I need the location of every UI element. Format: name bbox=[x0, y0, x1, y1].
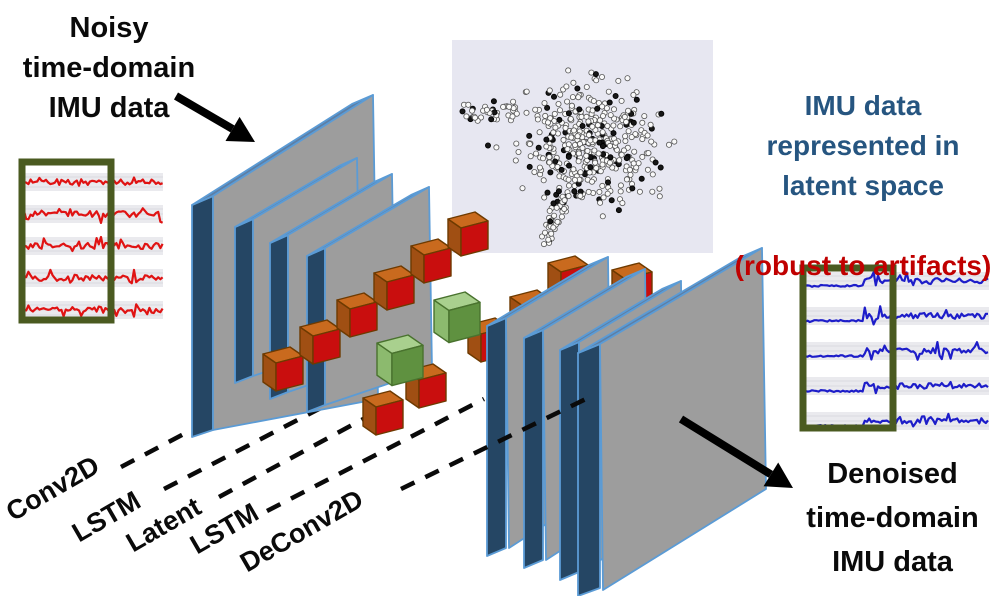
noisy-input-label: Noisy time-domain IMU data bbox=[22, 12, 196, 124]
latent-caption: IMU data represented in latent space (ro… bbox=[718, 46, 1005, 326]
deconv-leader-dash bbox=[400, 393, 593, 492]
denoised-signal-plot bbox=[799, 264, 989, 432]
conv2d-panel-stack bbox=[191, 94, 433, 438]
latent-cubes bbox=[376, 291, 481, 387]
lstm-cube-chain-encoder bbox=[262, 211, 489, 392]
denoised-output-label: Denoised time-domain IMU data bbox=[806, 458, 979, 578]
output-arrow bbox=[678, 415, 793, 488]
input-arrow bbox=[173, 92, 255, 142]
deconv2d-panel-stack bbox=[486, 247, 767, 596]
latent-caption-main: IMU data represented in latent space bbox=[766, 90, 960, 201]
noisy-signal-plot bbox=[18, 158, 164, 324]
latent-caption-sub: (robust to artifacts) bbox=[734, 250, 992, 281]
latent-space-scatter-plot bbox=[452, 40, 713, 253]
